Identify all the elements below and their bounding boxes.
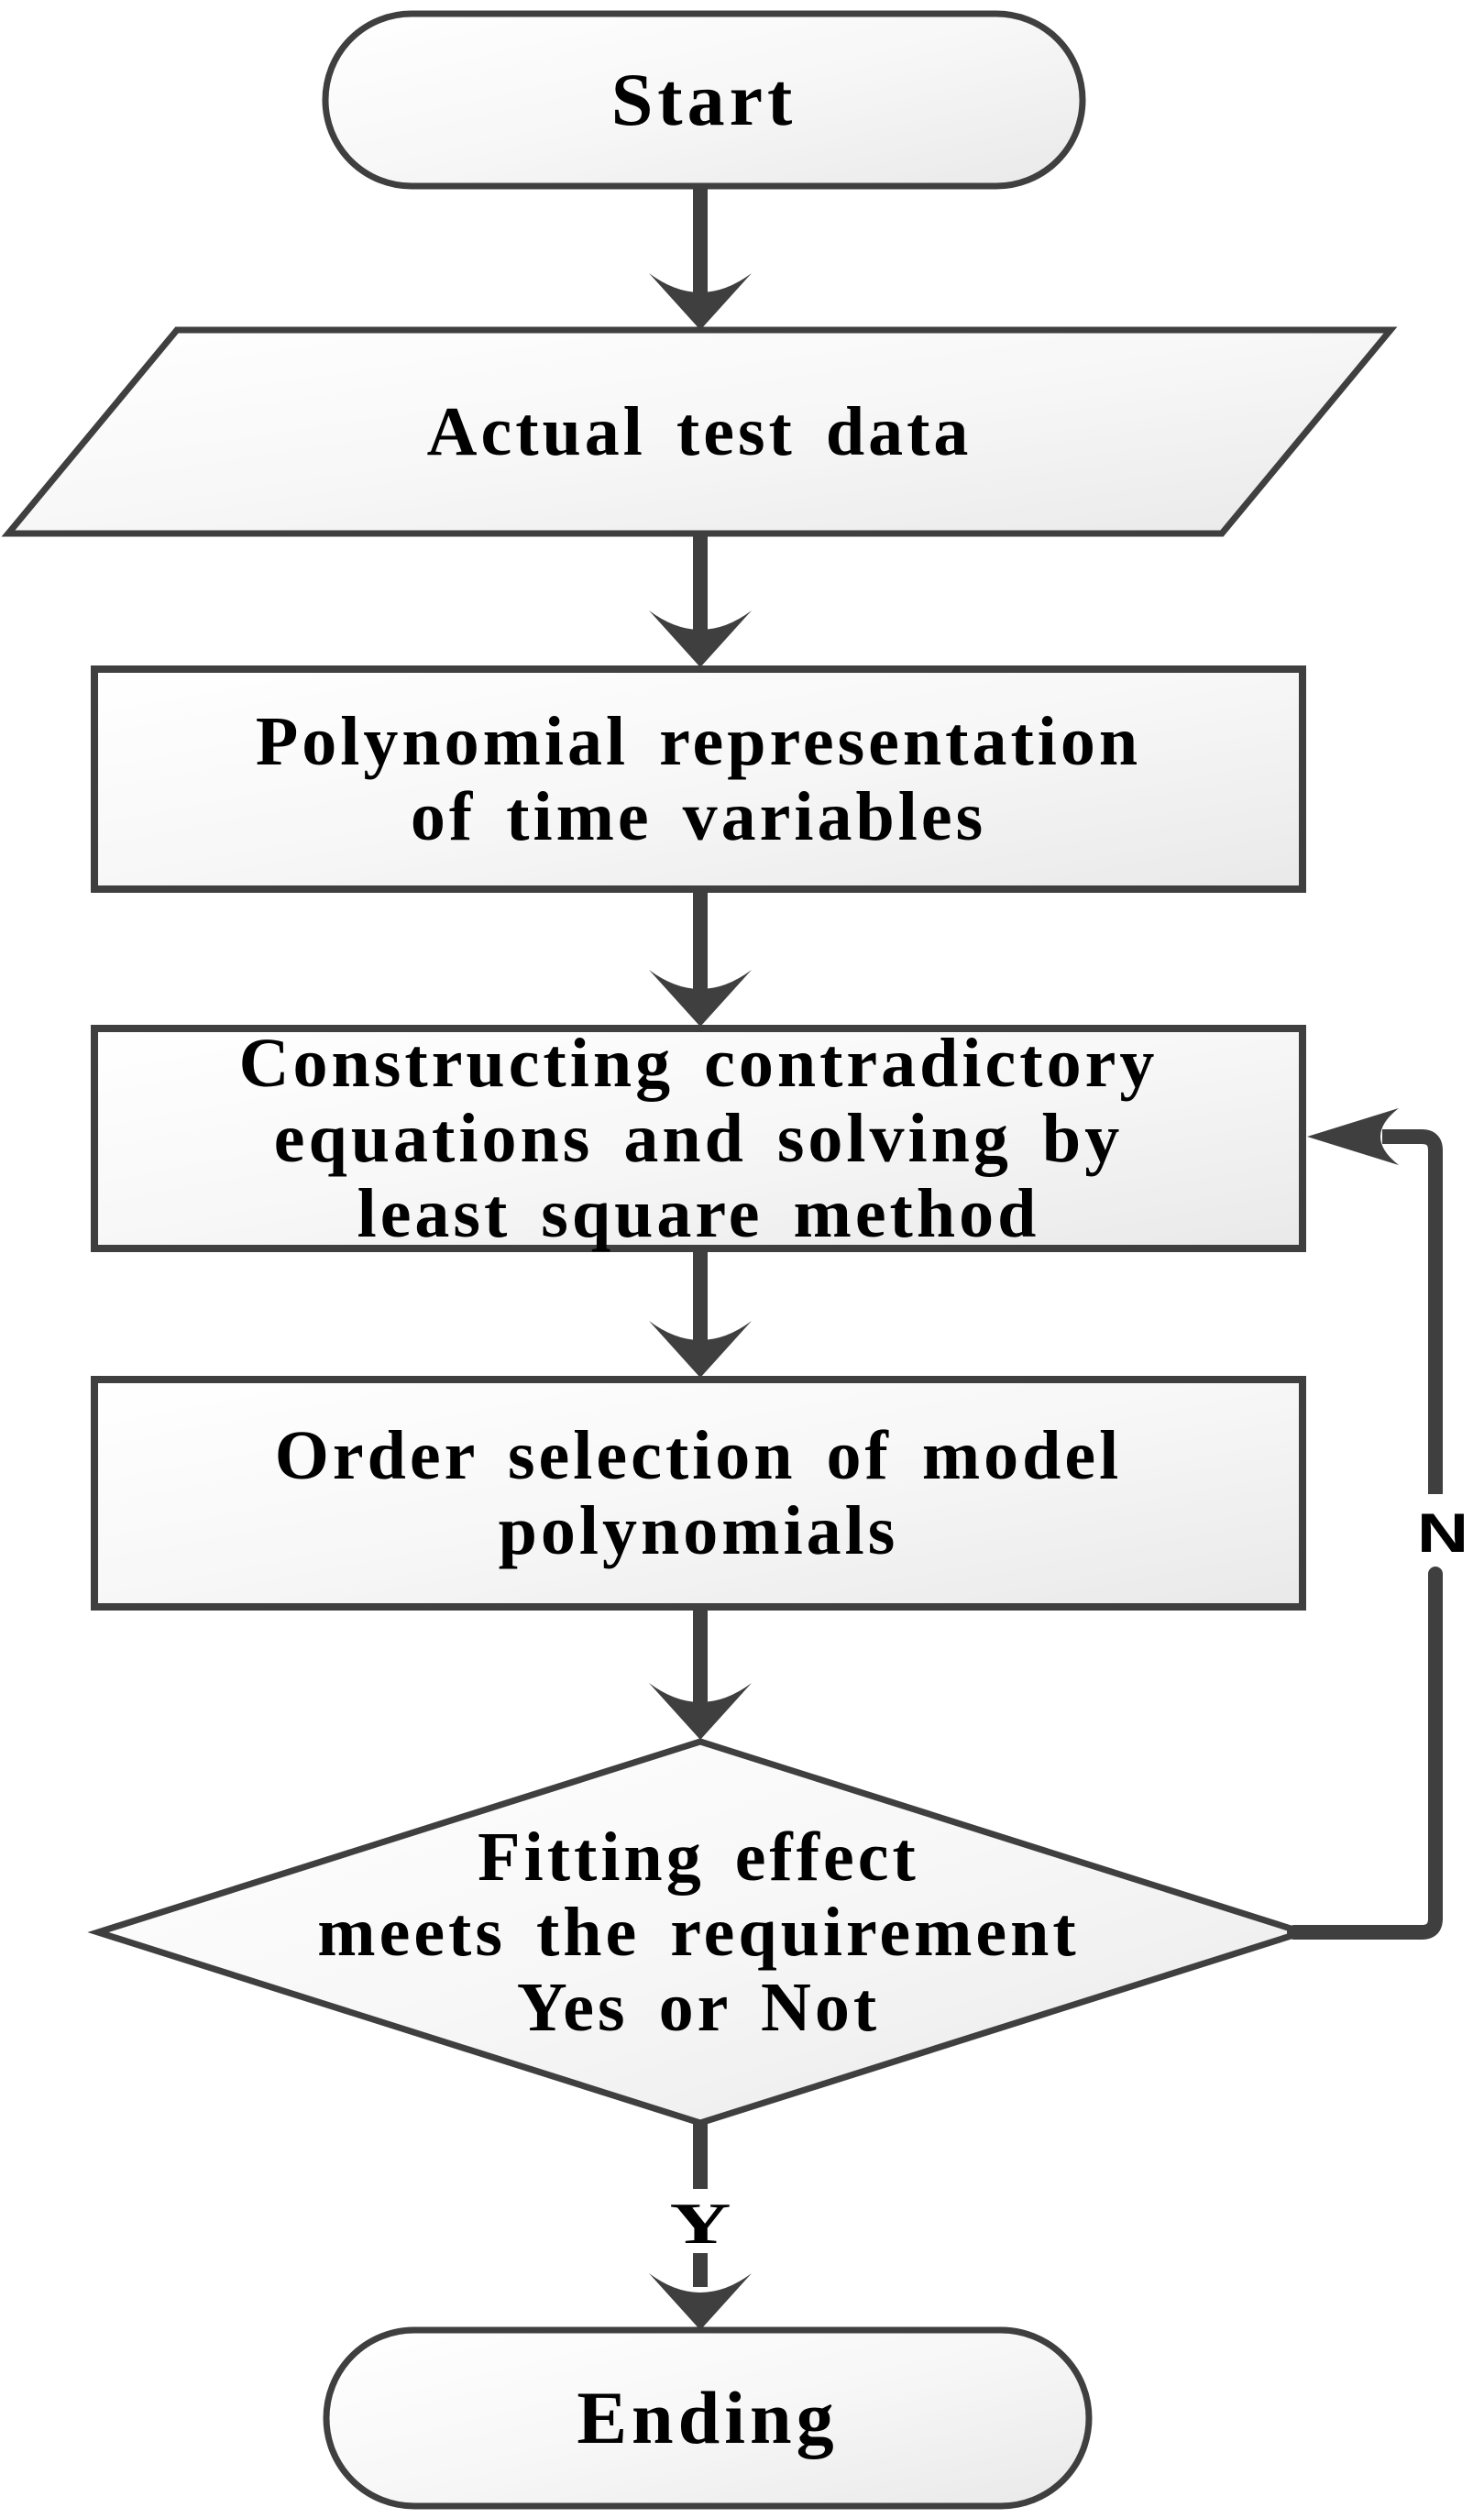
text-line: equations and solving by (273, 1100, 1124, 1177)
ending-node-label: Ending (326, 2330, 1089, 2506)
text-line: Polynomial representation (255, 703, 1142, 780)
process-order-selection-shape (91, 1376, 1306, 1611)
text-line: polynomials (498, 1492, 899, 1569)
arrowhead-down-icon (649, 610, 752, 667)
text-line: of time variables (410, 778, 987, 855)
arrowhead-left-icon (1307, 1108, 1399, 1165)
arrow-polynomial-to-constructing (649, 889, 752, 1027)
arrow-start-to-data (649, 186, 752, 330)
feedback-line-lower (1287, 1567, 1443, 1940)
constructing-equations-label: Constructing contradictory equations and… (94, 1025, 1303, 1252)
text-line: Yes or Not (516, 1969, 881, 2046)
text-line: N (1416, 1502, 1469, 1564)
start-node-label: Start (325, 14, 1083, 186)
text-line: Fitting effect (478, 1819, 919, 1896)
yes-branch-label: Y (594, 2183, 807, 2264)
no-branch-label: N (1347, 1492, 1484, 1575)
feedback-line-upper (1382, 1129, 1443, 1494)
arrowhead-down-icon (649, 1321, 752, 1378)
text-line: Ending (577, 2376, 839, 2459)
arrow-data-to-polynomial (649, 533, 752, 667)
arrow-constructing-to-order (649, 1248, 752, 1378)
arrowhead-down-icon (649, 2273, 752, 2330)
polynomial-representation-label: Polynomial representation of time variab… (94, 669, 1303, 889)
text-line: Order selection of model (274, 1417, 1123, 1494)
arrow-decision-to-ending (649, 2123, 752, 2330)
text-line: least square method (357, 1175, 1040, 1252)
order-selection-label: Order selection of model polynomials (94, 1380, 1303, 1607)
process-constructing-equations-shape (91, 1025, 1306, 1252)
arrowhead-down-icon (649, 273, 752, 330)
io-parallelogram-shape (1, 326, 1398, 537)
text-line: Actual test data (426, 393, 973, 470)
fitting-decision-label: Fitting effect meets the requirement Yes… (94, 1742, 1303, 2123)
text-line: Y (669, 2191, 731, 2256)
text-line: meets the requirement (317, 1894, 1080, 1971)
text-line: Start (610, 58, 797, 141)
ending-terminator-shape (323, 2326, 1093, 2510)
feedback-loop-no-branch (1287, 1108, 1443, 1940)
text-line: Constructing contradictory (238, 1025, 1159, 1102)
actual-test-data-label: Actual test data (8, 330, 1391, 533)
arrow-order-to-decision (649, 1607, 752, 1740)
arrowhead-down-icon (649, 1683, 752, 1740)
arrowhead-down-icon (649, 970, 752, 1027)
